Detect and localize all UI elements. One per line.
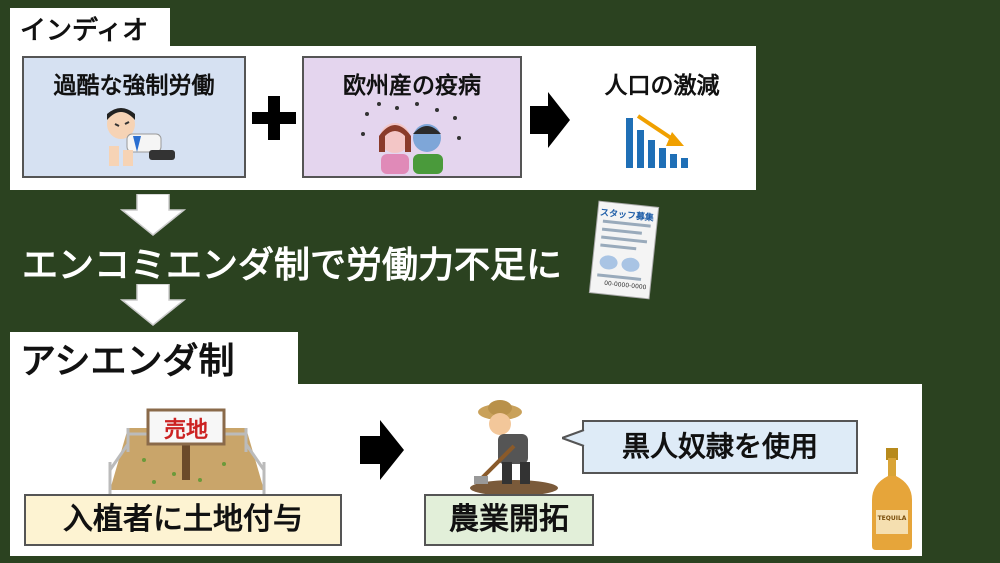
- staff-recruitment-flyer-icon: スタッフ募集 00-0000-0000: [588, 200, 660, 300]
- tequila-label: TEQUILA: [877, 515, 907, 522]
- declining-bar-chart-icon: [626, 114, 688, 168]
- exhausted-worker-icon: [107, 108, 175, 166]
- land-sign-text: 売地: [163, 418, 208, 443]
- slave-use-label: 黒人奴隷を使用: [621, 430, 818, 463]
- land-for-sale-icon: [108, 408, 266, 494]
- down-arrow-icon-lower: [120, 284, 186, 326]
- tequila-bottle-icon: [872, 448, 912, 550]
- farming-label: 農業開拓: [449, 502, 569, 537]
- labor-shortage-statement: エンコミエンダ制で労働力不足に: [22, 245, 563, 286]
- down-arrow-icon-upper: [120, 194, 186, 236]
- indio-tab-label: インディオ: [20, 15, 149, 46]
- hacienda-tab-label: アシエンダ制: [20, 341, 235, 382]
- indio-tab: インディオ: [10, 8, 170, 48]
- land-grant-label: 入植者に土地付与: [63, 502, 303, 537]
- arrow-right-icon-bottom: [360, 420, 404, 480]
- land-grant-box: 入植者に土地付与: [24, 494, 342, 546]
- forced-labor-box: 過酷な強制労働: [22, 56, 246, 178]
- population-decline: 人口の激減: [576, 66, 748, 100]
- epidemic-box: 欧州産の疫病: [302, 56, 522, 178]
- plus-icon: [252, 96, 296, 140]
- sick-people-icon: [361, 102, 461, 174]
- hacienda-tab: アシエンダ制: [10, 332, 298, 384]
- epidemic-label: 欧州産の疫病: [343, 73, 481, 99]
- speech-bubble: 黒人奴隷を使用: [582, 420, 858, 474]
- farming-box: 農業開拓: [424, 494, 594, 546]
- population-decline-label: 人口の激減: [604, 73, 720, 99]
- arrow-right-icon: [530, 92, 570, 148]
- farmer-hoeing-icon: [470, 400, 558, 496]
- speech-bubble-tail: [562, 429, 585, 447]
- forced-labor-label: 過酷な強制労働: [53, 73, 215, 99]
